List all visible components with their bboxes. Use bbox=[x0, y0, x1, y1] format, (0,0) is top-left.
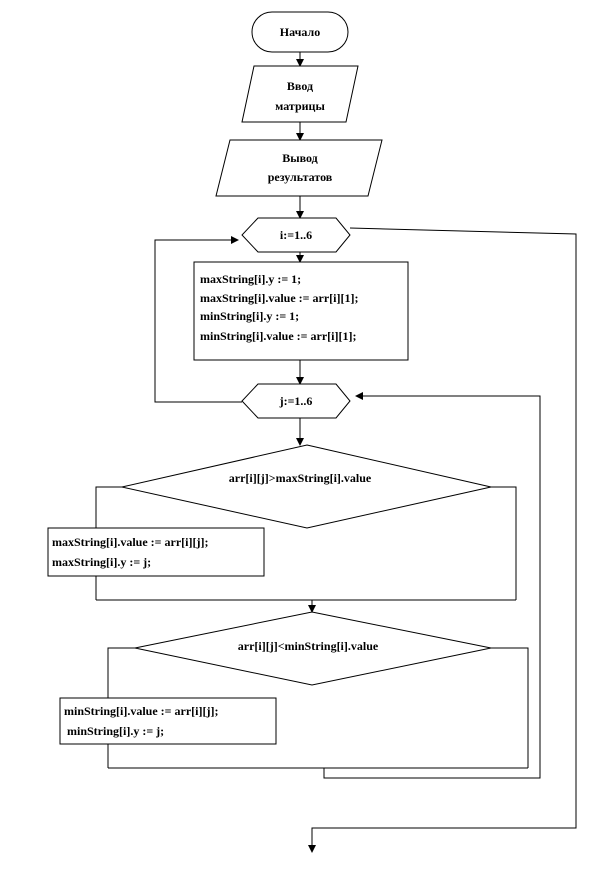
condition-max-diamond: arr[i][j]>maxString[i].value bbox=[121, 444, 492, 529]
loop-j-label: j:=1..6 bbox=[279, 394, 313, 408]
connector-condmin-true bbox=[107, 647, 135, 698]
input-line-2: матрицы bbox=[275, 99, 325, 113]
input-block: Ввод матрицы bbox=[241, 65, 359, 123]
min-line-2: minString[i].y := j; bbox=[64, 724, 164, 738]
init-line-4: minString[i].value := arr[i][1]; bbox=[200, 329, 356, 343]
loop-j-hexagon: j:=1..6 bbox=[241, 383, 351, 419]
init-process-block: maxString[i].y := 1; maxString[i].value … bbox=[193, 261, 409, 361]
min-process-block: minString[i].value := arr[i][j]; minStri… bbox=[59, 697, 277, 745]
connector-condmax-false bbox=[491, 486, 517, 600]
input-line-1: Ввод bbox=[287, 79, 313, 93]
max-line-2: maxString[i].y := j; bbox=[52, 555, 151, 569]
output-line-1: Вывод bbox=[282, 151, 318, 165]
init-line-1: maxString[i].y := 1; bbox=[200, 272, 301, 286]
output-block: Вывод результатов bbox=[215, 139, 383, 197]
loop-i-label: i:=1..6 bbox=[280, 228, 312, 242]
condition-min-label: arr[i][j]<minString[i].value bbox=[238, 639, 379, 653]
init-line-2: maxString[i].value := arr[i][1]; bbox=[200, 291, 358, 305]
connector-condmin-false bbox=[491, 647, 529, 768]
max-process-block: maxString[i].value := arr[i][j]; maxStri… bbox=[47, 527, 265, 577]
connector-loopi-exit bbox=[308, 227, 577, 853]
start-label: Начало bbox=[280, 25, 320, 39]
loop-i-hexagon: i:=1..6 bbox=[241, 217, 351, 253]
init-line-3: minString[i].y := 1; bbox=[200, 309, 299, 323]
connector-back-to-loopj bbox=[323, 392, 541, 779]
connector-loopj-back-to-loopi bbox=[154, 236, 242, 403]
start-terminator: Начало bbox=[251, 11, 349, 53]
connector-condmax-true bbox=[95, 486, 122, 528]
condition-max-label: arr[i][j]>maxString[i].value bbox=[229, 471, 372, 485]
output-line-2: результатов bbox=[268, 170, 333, 184]
max-line-1: maxString[i].value := arr[i][j]; bbox=[52, 535, 208, 549]
condition-min-diamond: arr[i][j]<minString[i].value bbox=[134, 611, 492, 686]
min-line-1: minString[i].value := arr[i][j]; bbox=[64, 704, 218, 718]
connectors bbox=[95, 52, 577, 853]
